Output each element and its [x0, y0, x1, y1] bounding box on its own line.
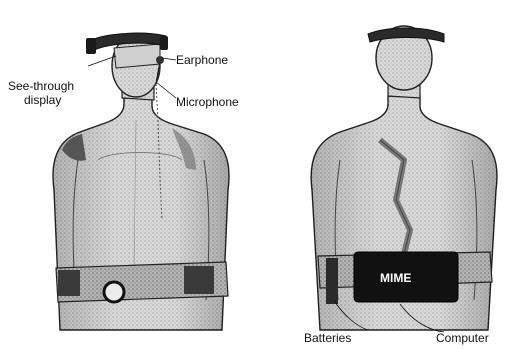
- front-belt-pouch-right: [184, 266, 214, 294]
- front-belt-buckle: [104, 282, 124, 302]
- earphone-leader: [162, 58, 176, 60]
- see-through-display-label-line1: See-through: [8, 79, 74, 93]
- microphone-leader: [156, 82, 176, 98]
- front-see-through-display: [114, 44, 160, 68]
- microphone-label: Microphone: [176, 95, 239, 109]
- computer-brand-label: MIME: [380, 271, 411, 285]
- front-mannequin: [53, 33, 229, 330]
- batteries-label: Batteries: [304, 331, 351, 345]
- back-batteries-pack: [326, 258, 338, 304]
- front-belt-pouch-left: [58, 270, 80, 296]
- back-mannequin: MIME: [311, 26, 497, 330]
- see-through-display-label-line2: display: [24, 93, 61, 107]
- earphone-label: Earphone: [176, 53, 228, 67]
- computer-label: Computer: [436, 331, 489, 345]
